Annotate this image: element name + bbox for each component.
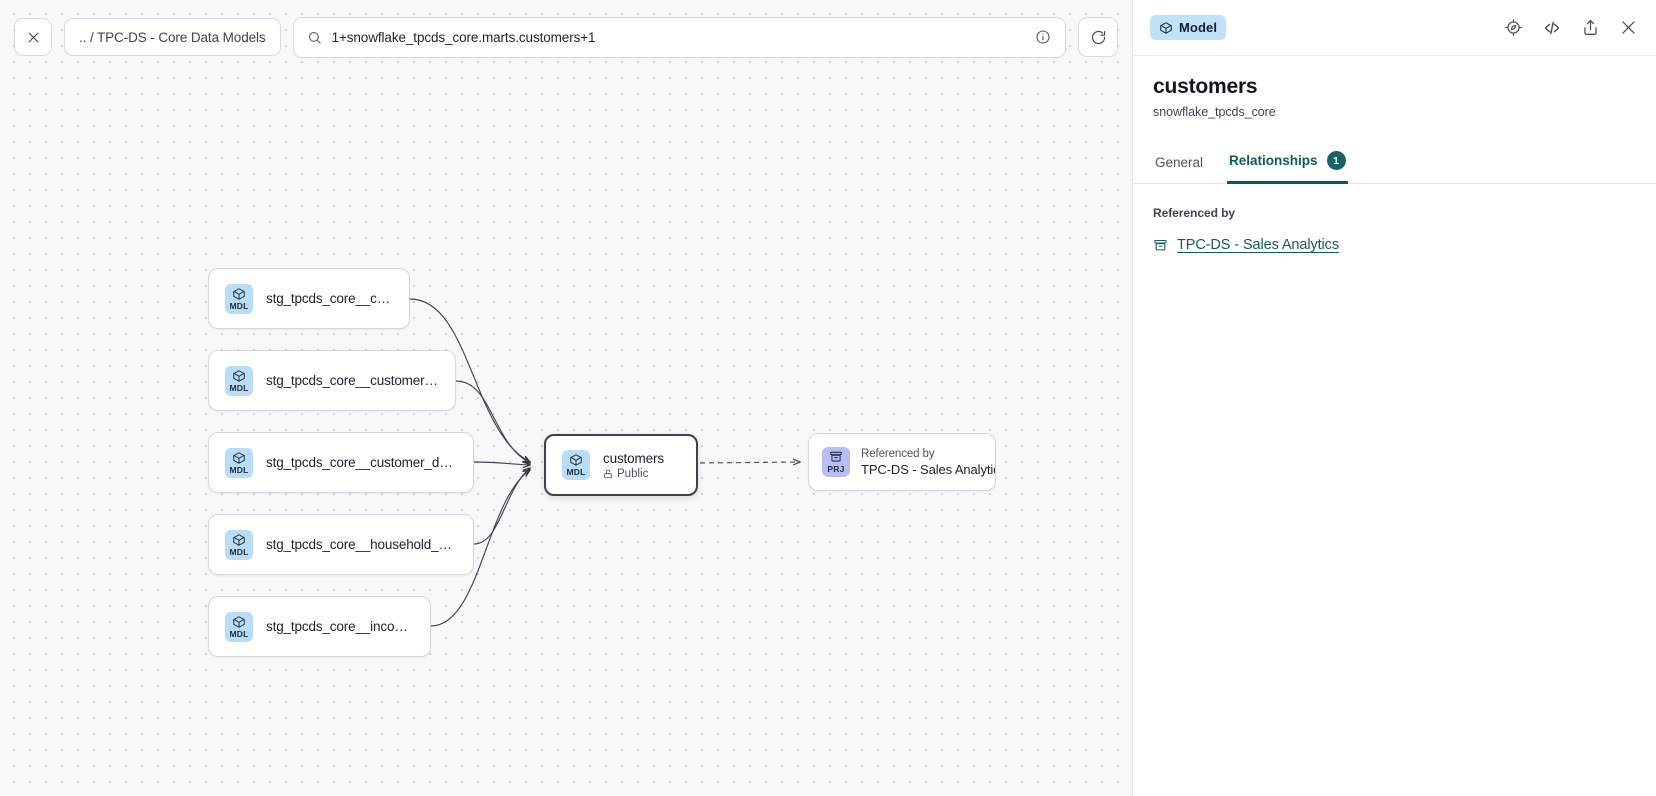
- graph-node-model[interactable]: MDL stg_tpcds_core__income_band: [208, 596, 431, 657]
- graph-node-project[interactable]: PRJ Referenced by TPC-DS - Sales Analyti…: [808, 433, 996, 491]
- search-icon: [307, 30, 322, 45]
- node-title: customers: [603, 450, 664, 466]
- entity-type-label: Model: [1179, 20, 1218, 35]
- search-input[interactable]: 1+snowflake_tpcds_core.marts.customers+1: [292, 16, 1066, 58]
- search-input-value[interactable]: 1+snowflake_tpcds_core.marts.customers+1: [331, 29, 596, 45]
- badge-abbr: MDL: [229, 300, 249, 311]
- panel-header: Model: [1133, 0, 1656, 56]
- tab-relationships[interactable]: Relationships 1: [1227, 144, 1348, 184]
- share-icon[interactable]: [1581, 18, 1600, 37]
- referenced-by-list: TPC-DS - Sales Analytics: [1153, 237, 1636, 253]
- node-title: stg_tpcds_core__household_demogr…: [266, 537, 457, 552]
- graph-node-model[interactable]: MDL stg_tpcds_core__customer_address: [208, 350, 456, 411]
- explore-icon[interactable]: [1504, 18, 1523, 37]
- panel-header-actions: [1504, 18, 1638, 38]
- graph-node-selected-customers[interactable]: MDL customers Public: [544, 434, 698, 496]
- badge-abbr: MDL: [229, 546, 249, 557]
- node-title: TPC-DS - Sales Analytics: [861, 461, 996, 477]
- badge-abbr: PRJ: [827, 464, 845, 474]
- node-visibility: Public: [603, 468, 664, 480]
- badge-abbr: MDL: [229, 382, 249, 393]
- graph-node-model[interactable]: MDL stg_tpcds_core__customer_demogra…: [208, 432, 474, 493]
- lineage-canvas[interactable]: MDL stg_tpcds_core__customer MDL stg_tpc…: [0, 0, 1132, 796]
- list-item[interactable]: TPC-DS - Sales Analytics: [1153, 237, 1636, 253]
- model-badge: MDL: [225, 447, 253, 478]
- panel-tabs: General Relationships 1: [1133, 144, 1656, 184]
- close-x-icon: [26, 30, 41, 45]
- panel-title-block: customers snowflake_tpcds_core: [1133, 56, 1656, 119]
- project-badge: PRJ: [822, 447, 850, 477]
- reference-link[interactable]: TPC-DS - Sales Analytics: [1177, 237, 1339, 253]
- refresh-button[interactable]: [1078, 17, 1118, 57]
- node-title: stg_tpcds_core__customer_demogra…: [266, 455, 457, 470]
- close-canvas-button[interactable]: [14, 18, 52, 56]
- page-title: customers: [1153, 75, 1258, 98]
- details-panel: Model customers snowflake_tpcds_core: [1132, 0, 1656, 796]
- node-title: stg_tpcds_core__customer: [266, 291, 393, 306]
- badge-abbr: MDL: [229, 628, 249, 639]
- node-title: stg_tpcds_core__income_band: [266, 619, 414, 634]
- node-text-block: customers Public: [603, 451, 664, 480]
- code-icon[interactable]: [1542, 18, 1562, 38]
- node-text-block: Referenced by TPC-DS - Sales Analytics: [861, 447, 996, 477]
- tab-label: General: [1155, 155, 1204, 170]
- panel-body: Referenced by TPC-DS - Sales Analytics: [1133, 184, 1656, 253]
- entity-type-chip: Model: [1150, 15, 1227, 40]
- graph-node-model[interactable]: MDL stg_tpcds_core__household_demogr…: [208, 514, 474, 575]
- canvas-toolbar: .. / TPC-DS - Core Data Models 1+snowfla…: [0, 0, 1132, 74]
- lock-icon: [603, 469, 613, 479]
- cube-icon: [1159, 21, 1173, 35]
- archive-icon: [1153, 238, 1168, 253]
- refresh-icon: [1090, 29, 1107, 46]
- model-badge: MDL: [225, 365, 253, 396]
- tab-count-badge: 1: [1326, 151, 1346, 170]
- section-label-referenced-by: Referenced by: [1153, 206, 1236, 220]
- model-badge: MDL: [225, 611, 253, 642]
- visibility-label: Public: [617, 467, 649, 480]
- close-icon[interactable]: [1619, 18, 1638, 37]
- tab-general[interactable]: General: [1153, 148, 1205, 184]
- tab-label: Relationships: [1229, 153, 1318, 168]
- badge-abbr: MDL: [229, 464, 249, 475]
- info-circle-icon[interactable]: [1035, 29, 1051, 45]
- badge-abbr: MDL: [566, 467, 586, 477]
- lineage-edges: [409, 298, 1132, 627]
- entity-subtitle: snowflake_tpcds_core: [1153, 105, 1276, 119]
- node-title: stg_tpcds_core__customer_address: [266, 373, 439, 388]
- model-badge: MDL: [562, 450, 590, 480]
- model-badge: MDL: [225, 529, 253, 560]
- node-eyebrow: Referenced by: [861, 447, 935, 460]
- model-badge: MDL: [225, 283, 253, 314]
- breadcrumb[interactable]: .. / TPC-DS - Core Data Models: [64, 18, 281, 56]
- graph-node-model[interactable]: MDL stg_tpcds_core__customer: [208, 268, 410, 329]
